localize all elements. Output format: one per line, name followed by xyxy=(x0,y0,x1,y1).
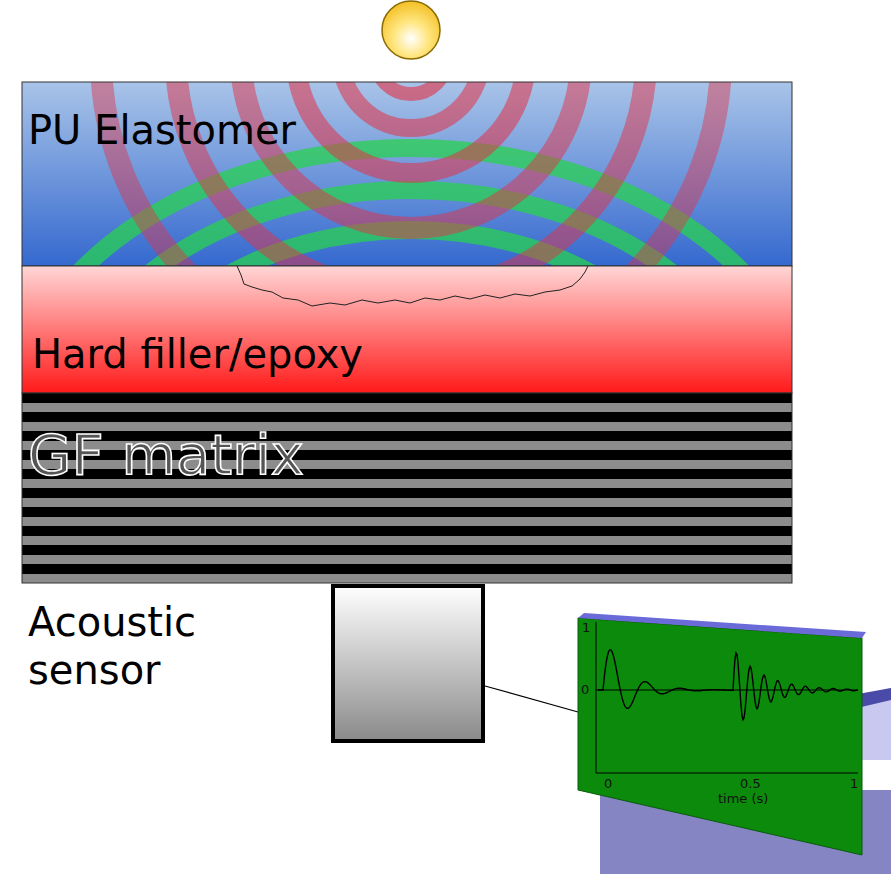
layer-label: Acoustic sensor xyxy=(28,598,308,694)
layer-label: PU Elastomer xyxy=(28,106,296,154)
wavefronts xyxy=(22,82,792,266)
display-screen xyxy=(578,618,862,855)
matrix-layer: GF matrix xyxy=(22,393,792,583)
signal-trace xyxy=(598,650,858,720)
axis-title: time (s) xyxy=(718,791,768,806)
elastomer-layer: PU Elastomer xyxy=(22,82,792,266)
gf-band xyxy=(22,393,792,583)
axis-tick: 1 xyxy=(850,776,858,791)
sensor-wire xyxy=(485,686,578,712)
sensor-box xyxy=(333,586,483,741)
y-axis xyxy=(596,622,597,773)
layer-label: Hard filler/epoxy xyxy=(32,330,363,378)
display-top-edge xyxy=(578,613,866,638)
axis-tick: 0.5 xyxy=(740,776,761,791)
layer-label: GF matrix xyxy=(22,421,310,488)
crack-line xyxy=(237,266,588,306)
pu-border xyxy=(22,82,792,266)
impact-ball xyxy=(382,1,440,59)
x-axis xyxy=(596,773,858,774)
filler-layer: Hard filler/epoxy xyxy=(22,266,792,393)
acoustic-sensor: Acoustic sensor xyxy=(333,586,483,741)
filler-band xyxy=(22,266,792,393)
axis-tick: 0 xyxy=(604,776,612,791)
axis-tick: 0 xyxy=(581,682,589,697)
axis-tick: 1 xyxy=(582,620,590,635)
